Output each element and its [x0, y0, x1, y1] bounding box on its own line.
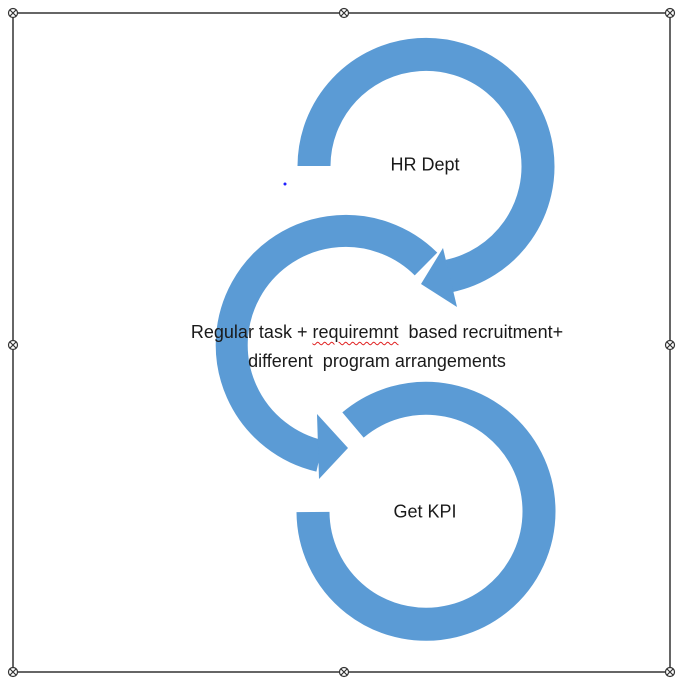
- node-label-line-1: Regular task + requiremnt based recruitm…: [191, 318, 563, 347]
- arrowhead-icon: [421, 248, 457, 307]
- node-label-get-kpi: Get KPI: [393, 501, 457, 522]
- node-label-hr-dept: HR Dept: [390, 154, 460, 175]
- anchor-dot: [283, 182, 287, 186]
- node-label-regular-task: Regular task + requiremnt based recruitm…: [191, 318, 563, 376]
- node-label-line-2: different program arrangements: [248, 351, 506, 371]
- label-text: Regular task +: [190, 322, 313, 342]
- circular-arrow-regular-task[interactable]: [215, 214, 438, 479]
- circular-arrow-get-kpi[interactable]: [296, 381, 556, 641]
- misspelled-word: requiremnt: [312, 322, 399, 342]
- resize-handle-top[interactable]: [338, 7, 350, 19]
- resize-handle-bottom-right[interactable]: [664, 666, 676, 678]
- resize-handle-right[interactable]: [664, 339, 676, 351]
- circular-arrow-hr-dept[interactable]: [297, 37, 555, 307]
- resize-handle-top-left[interactable]: [7, 7, 19, 19]
- label-text: based recruitment+: [398, 322, 564, 342]
- resize-handle-bottom[interactable]: [338, 666, 350, 678]
- resize-handle-left[interactable]: [7, 339, 19, 351]
- resize-handle-bottom-left[interactable]: [7, 666, 19, 678]
- arrowhead-icon: [317, 414, 348, 479]
- resize-handle-top-right[interactable]: [664, 7, 676, 19]
